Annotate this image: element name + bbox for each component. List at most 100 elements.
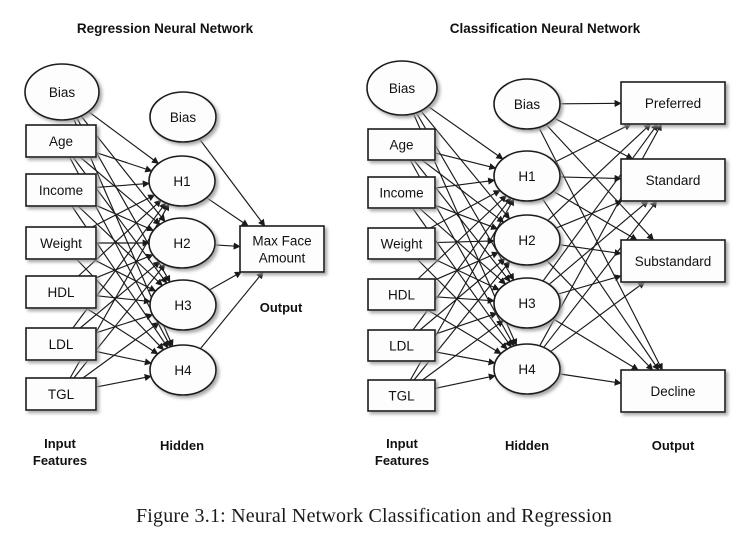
hidden-node-h3[interactable]: H3 <box>149 279 217 331</box>
node-label: TGL <box>388 389 415 404</box>
input-node-tgl[interactable]: TGL <box>25 377 97 411</box>
node-label: H2 <box>518 233 535 248</box>
panel-title-regression: Regression Neural Network <box>77 21 254 36</box>
connection-line <box>78 199 162 277</box>
node-ellipse <box>149 279 217 331</box>
node-label: H3 <box>518 296 535 311</box>
hidden-node-h1[interactable]: H1 <box>493 150 561 202</box>
connection-line <box>95 152 153 173</box>
hidden-node-h3[interactable]: H3 <box>493 277 561 329</box>
input-node-weight[interactable]: Weight <box>25 226 97 260</box>
node-ellipse <box>149 344 217 396</box>
input-node-bias[interactable]: Bias <box>24 63 100 121</box>
connection-line <box>92 258 157 292</box>
node-label: H3 <box>174 298 191 313</box>
connection-line <box>77 205 163 286</box>
connection-line <box>427 309 502 355</box>
hidden-node-h2[interactable]: H2 <box>148 217 216 269</box>
connection-line <box>545 124 654 241</box>
node-label: HDL <box>388 288 415 303</box>
input-node-income[interactable]: Income <box>25 173 97 207</box>
hidden-node-bias[interactable]: Bias <box>149 91 217 143</box>
input-node-hdl[interactable]: HDL <box>367 278 436 311</box>
connection-line <box>418 207 507 285</box>
layer-label-output: Output <box>652 438 695 453</box>
connection-line <box>209 271 242 291</box>
connection-line <box>198 138 266 227</box>
connection-line <box>419 258 506 331</box>
connection-line <box>421 159 505 223</box>
connection-line <box>434 373 496 389</box>
node-ellipse <box>149 91 217 143</box>
node-box <box>25 377 97 411</box>
connection-line <box>434 351 496 366</box>
node-label: Age <box>49 134 73 149</box>
connection-line <box>95 350 152 366</box>
input-node-tgl[interactable]: TGL <box>367 379 436 412</box>
output-node-substandard[interactable]: Substandard <box>620 239 726 283</box>
layer-label-output: Output <box>260 300 303 315</box>
connection-line <box>552 190 638 241</box>
node-box <box>620 239 726 283</box>
node-label: Bias <box>514 97 541 112</box>
node-box <box>25 124 97 158</box>
node-label: Weight <box>40 236 82 251</box>
input-node-ldl[interactable]: LDL <box>367 329 436 362</box>
connection-line <box>95 374 152 388</box>
node-label: Bias <box>170 110 197 125</box>
node-ellipse <box>493 343 561 395</box>
layer-label-hidden: Hidden <box>505 438 549 453</box>
connection-line <box>559 373 622 386</box>
connection-line <box>95 180 150 188</box>
layer-label-hidden: Hidden <box>160 438 204 453</box>
connection-line <box>554 123 632 163</box>
connection-line <box>547 123 652 221</box>
node-label: H4 <box>518 362 536 377</box>
node-label: Standard <box>646 173 701 188</box>
hidden-node-h4[interactable]: H4 <box>493 343 561 395</box>
hidden-node-h2[interactable]: H2 <box>493 214 561 266</box>
output-node-preferred[interactable]: Preferred <box>620 81 726 125</box>
connection-line <box>557 274 622 295</box>
node-label: H1 <box>518 169 535 184</box>
connection-line <box>548 200 649 285</box>
connection-line <box>553 117 634 160</box>
node-ellipse <box>493 277 561 329</box>
node-label: H4 <box>174 363 192 378</box>
node-ellipse <box>366 60 438 116</box>
connection-line <box>416 258 508 350</box>
connection-line <box>85 307 159 355</box>
input-node-income[interactable]: Income <box>367 176 436 209</box>
node-label: LDL <box>389 339 414 354</box>
connection-line <box>559 174 622 182</box>
node-label: Income <box>379 186 423 201</box>
output-node-standard[interactable]: Standard <box>620 158 726 202</box>
connection-line <box>206 197 249 227</box>
node-label: H1 <box>173 174 190 189</box>
layer-label-input: Input <box>386 436 418 451</box>
layer-label-features: Features <box>33 453 87 468</box>
node-ellipse <box>493 214 561 266</box>
connection-line <box>434 251 500 281</box>
input-node-weight[interactable]: Weight <box>367 227 436 260</box>
node-label: Bias <box>49 85 76 100</box>
input-node-ldl[interactable]: LDL <box>25 327 97 361</box>
input-node-bias[interactable]: Bias <box>366 60 438 116</box>
input-node-hdl[interactable]: HDL <box>25 275 97 309</box>
node-ellipse <box>493 150 561 202</box>
input-node-age[interactable]: Age <box>25 124 97 158</box>
connection-line <box>552 318 639 371</box>
hidden-node-bias[interactable]: Bias <box>493 78 561 130</box>
node-box <box>239 225 325 273</box>
hidden-node-h4[interactable]: H4 <box>149 344 217 396</box>
input-node-age[interactable]: Age <box>367 128 436 161</box>
node-box <box>25 226 97 260</box>
hidden-node-h1[interactable]: H1 <box>148 155 216 207</box>
connection-line <box>430 189 501 229</box>
connection-line <box>434 177 496 189</box>
output-node-decline[interactable]: Decline <box>620 369 726 413</box>
